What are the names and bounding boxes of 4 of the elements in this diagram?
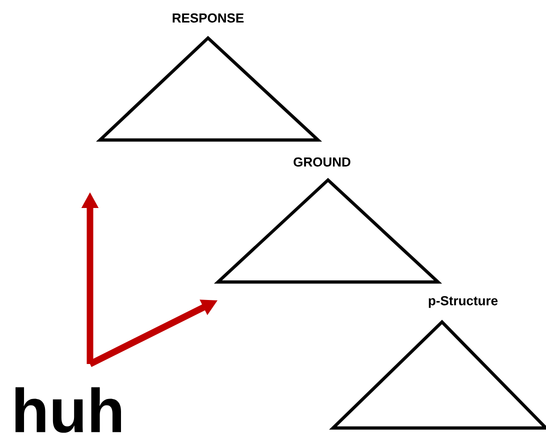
big-label: huh — [16, 387, 121, 433]
node-label: RESPONSE — [172, 13, 244, 23]
node-label: p-Structure — [428, 296, 498, 308]
node-label: GROUND — [294, 157, 350, 167]
